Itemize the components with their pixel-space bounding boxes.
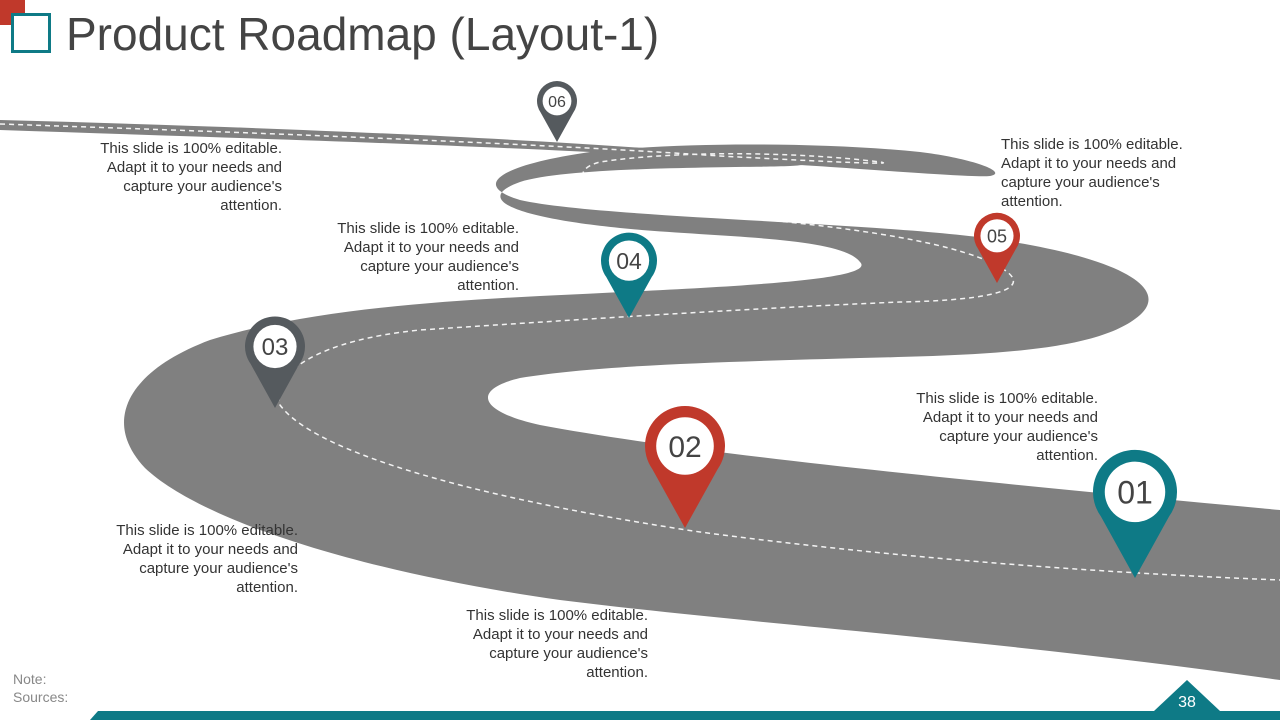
milestone-05-description: This slide is 100% editable. Adapt it to…: [1001, 136, 1183, 210]
milestone-number: 05: [987, 226, 1007, 246]
pin-inner-circle: [656, 417, 714, 475]
milestone-pin-04: 04: [601, 232, 658, 318]
milestone-01-description: This slide is 100% editable. Adapt it to…: [916, 390, 1098, 464]
milestone-number: 01: [1117, 474, 1153, 510]
pin-inner-circle: [542, 86, 572, 116]
milestone-04-description: This slide is 100% editable. Adapt it to…: [337, 220, 519, 294]
milestone-06-description: This slide is 100% editable. Adapt it to…: [100, 140, 282, 214]
pin-inner-circle: [1104, 461, 1166, 523]
milestone-03-description: This slide is 100% editable. Adapt it to…: [116, 522, 298, 596]
milestone-number: 03: [262, 334, 289, 361]
milestone-pin-02: 02: [645, 406, 725, 528]
milestone-number: 06: [548, 94, 566, 111]
milestone-number: 04: [616, 248, 642, 274]
pin-inner-circle: [980, 219, 1014, 253]
pin-inner-circle: [608, 240, 650, 281]
page-number: 38: [1178, 694, 1196, 711]
milestone-number: 02: [668, 431, 701, 464]
sources-label: Sources:: [13, 689, 69, 705]
milestone-pin-05: 05: [974, 212, 1020, 283]
road: [0, 120, 1280, 680]
corner-accent-box: [11, 13, 51, 53]
pin-inner-circle: [253, 324, 297, 369]
footer-bar: [90, 711, 1280, 720]
road-center-line: [0, 123, 1280, 581]
slide-title: Product Roadmap (Layout-1): [66, 8, 660, 60]
milestone-pin-03: 03: [245, 316, 306, 408]
milestone-pin-01: 01: [1093, 449, 1178, 578]
page-number-tab: [1154, 680, 1220, 711]
note-label: Note:: [13, 671, 47, 687]
milestone-pin-06: 06: [537, 81, 577, 142]
milestone-02-description: This slide is 100% editable. Adapt it to…: [466, 607, 648, 681]
